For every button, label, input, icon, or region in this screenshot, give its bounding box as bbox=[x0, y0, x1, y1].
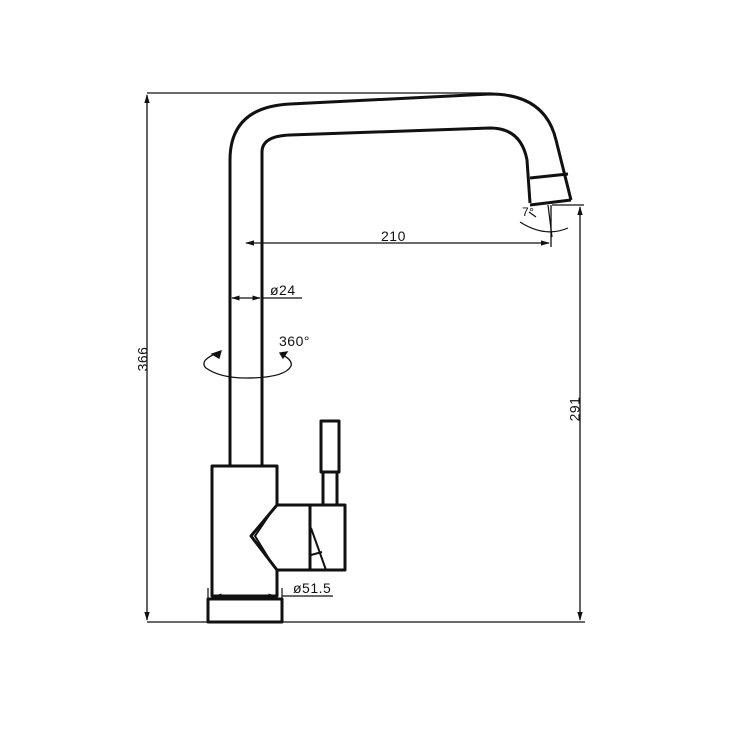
base-diameter-dimension bbox=[207, 588, 333, 600]
tilt-angle-indicator bbox=[519, 204, 569, 238]
label-spout-height: 291 bbox=[566, 396, 583, 422]
spout-height-dimension bbox=[552, 204, 584, 621]
spout-outer-profile bbox=[228, 92, 573, 466]
lever-grip bbox=[319, 419, 341, 474]
label-spout-reach: 210 bbox=[381, 228, 406, 244]
cartridge-housing bbox=[249, 503, 312, 572]
lever-block bbox=[308, 503, 347, 572]
label-pipe-diameter: ø24 bbox=[270, 282, 296, 298]
label-overall-height: 366 bbox=[134, 346, 151, 372]
cartridge-notch bbox=[254, 507, 275, 568]
tap-outline bbox=[206, 92, 573, 624]
lever-wedge bbox=[310, 527, 327, 571]
label-swivel-angle: 360° bbox=[279, 333, 310, 349]
aerator bbox=[529, 172, 572, 207]
tap-base bbox=[206, 597, 284, 624]
swivel-arrow-icon bbox=[203, 349, 292, 379]
label-base-diameter: ø51.5 bbox=[293, 580, 332, 596]
lever-stem bbox=[321, 470, 339, 507]
label-aerator-tilt: 7° bbox=[522, 205, 535, 219]
overall-height-dimension bbox=[144, 92, 492, 621]
spout-inner-profile bbox=[260, 126, 532, 466]
